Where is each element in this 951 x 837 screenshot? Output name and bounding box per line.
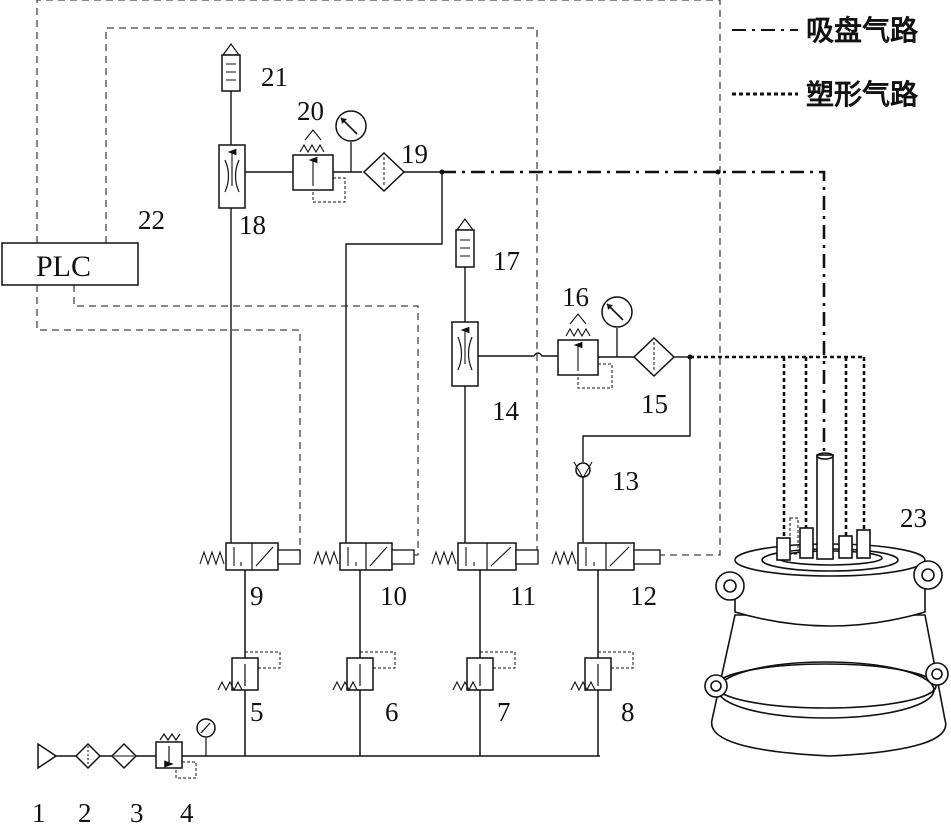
label-12: 12	[630, 581, 657, 611]
supply-line	[52, 570, 600, 757]
label-22: 22	[138, 205, 165, 235]
suction-cup-line	[442, 170, 826, 560]
legend-forming-label: 塑形气路	[806, 78, 919, 111]
separator-symbol-3	[110, 742, 138, 770]
solenoid-valve-10	[313, 542, 415, 571]
label-20: 20	[297, 96, 324, 126]
legend: 吸盘气路 塑形气路	[732, 14, 919, 111]
forming-lines	[690, 355, 866, 540]
legend-suction-label: 吸盘气路	[806, 14, 919, 47]
regulator-5	[217, 651, 281, 692]
filter-19	[362, 151, 406, 193]
silencer-17	[455, 217, 475, 322]
label-21: 21	[261, 62, 288, 92]
label-23: 23	[900, 503, 927, 533]
label-17: 17	[493, 246, 520, 276]
label-3: 3	[130, 798, 144, 828]
label-15: 15	[641, 389, 668, 419]
label-6: 6	[385, 697, 399, 727]
label-4: 4	[180, 798, 194, 828]
solenoid-valve-12	[551, 542, 661, 571]
filter-symbol-2	[74, 742, 102, 770]
check-valve-13	[573, 461, 593, 480]
mold-device-23	[704, 452, 949, 757]
label-13: 13	[612, 466, 639, 496]
regulator-7	[452, 651, 516, 692]
solenoid-valve-9	[199, 542, 301, 571]
label-5: 5	[250, 697, 264, 727]
label-11: 11	[510, 581, 536, 611]
label-9: 9	[250, 581, 264, 611]
label-19: 19	[401, 139, 428, 169]
pressure-regulator-16	[557, 313, 613, 389]
filter-15	[632, 336, 676, 378]
vacuum-generator-18	[218, 144, 246, 209]
component-labels: 1 2 3 4 5 6 7 8 9 10 11 12 13 14 15 16 1…	[32, 62, 927, 828]
vacuum-generator-14	[451, 321, 479, 387]
label-14: 14	[492, 396, 520, 426]
label-8: 8	[621, 697, 635, 727]
air-source-symbol	[37, 742, 58, 770]
pressure-regulator-20	[292, 129, 346, 203]
label-2: 2	[78, 798, 92, 828]
label-7: 7	[497, 697, 511, 727]
plc-label: PLC	[36, 250, 91, 283]
plc-controller: PLC	[1, 242, 139, 286]
label-16: 16	[562, 282, 589, 312]
solenoid-valve-11	[431, 542, 539, 571]
valve-output-lines	[230, 172, 691, 543]
label-18: 18	[239, 210, 266, 240]
regulator-6	[332, 651, 396, 692]
gauge-icon-16	[601, 296, 633, 328]
silencer-21	[221, 42, 241, 145]
pressure-regulator-4	[155, 718, 216, 779]
label-1: 1	[32, 798, 46, 828]
label-10: 10	[380, 581, 407, 611]
gauge-icon-20	[335, 110, 367, 142]
regulator-8	[570, 651, 634, 692]
